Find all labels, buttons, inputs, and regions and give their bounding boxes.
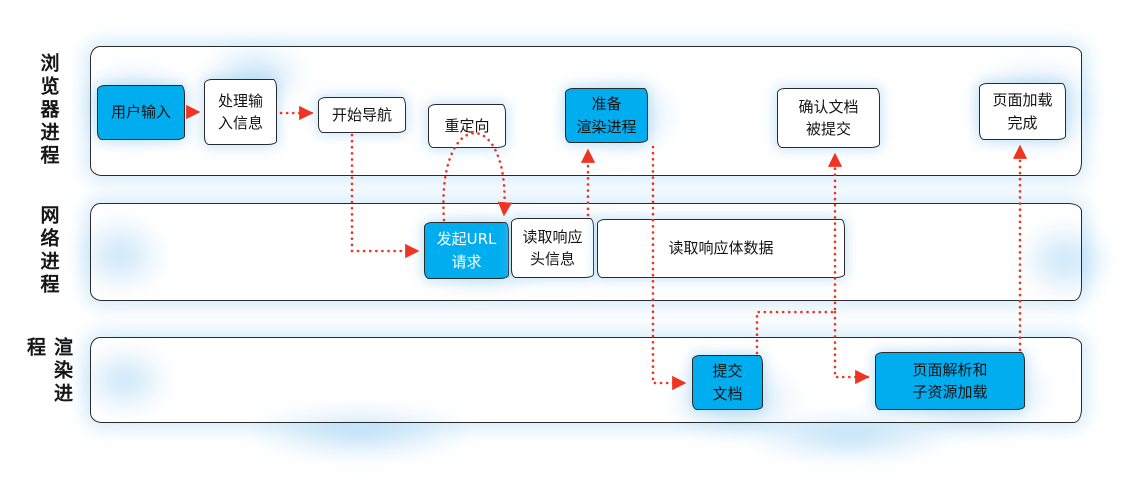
node-prepare-render-process: 准备 渲染进程 xyxy=(565,88,648,143)
node-page-parse-subresource-load: 页面解析和 子资源加载 xyxy=(875,352,1025,410)
node-redirect: 重定向 xyxy=(428,104,506,148)
node-read-response-body: 读取响应体数据 xyxy=(597,219,845,278)
node-user-input: 用户输入 xyxy=(97,85,185,140)
lane-label-render-process: 渲染进程 xyxy=(24,337,73,406)
node-confirm-document-committed: 确认文档 被提交 xyxy=(777,88,880,148)
node-process-input: 处理输 入信息 xyxy=(204,79,277,145)
lane-label-browser-process: 浏览器进程 xyxy=(37,52,60,168)
node-initiate-url-request: 发起URL 请求 xyxy=(424,222,509,279)
node-read-response-header: 读取响应 头信息 xyxy=(511,218,594,278)
lane-label-network-process: 网络进程 xyxy=(37,205,60,297)
node-start-navigation: 开始导航 xyxy=(318,97,406,133)
node-page-load-complete: 页面加载 完成 xyxy=(979,83,1066,140)
node-commit-document: 提交 文档 xyxy=(692,355,763,410)
